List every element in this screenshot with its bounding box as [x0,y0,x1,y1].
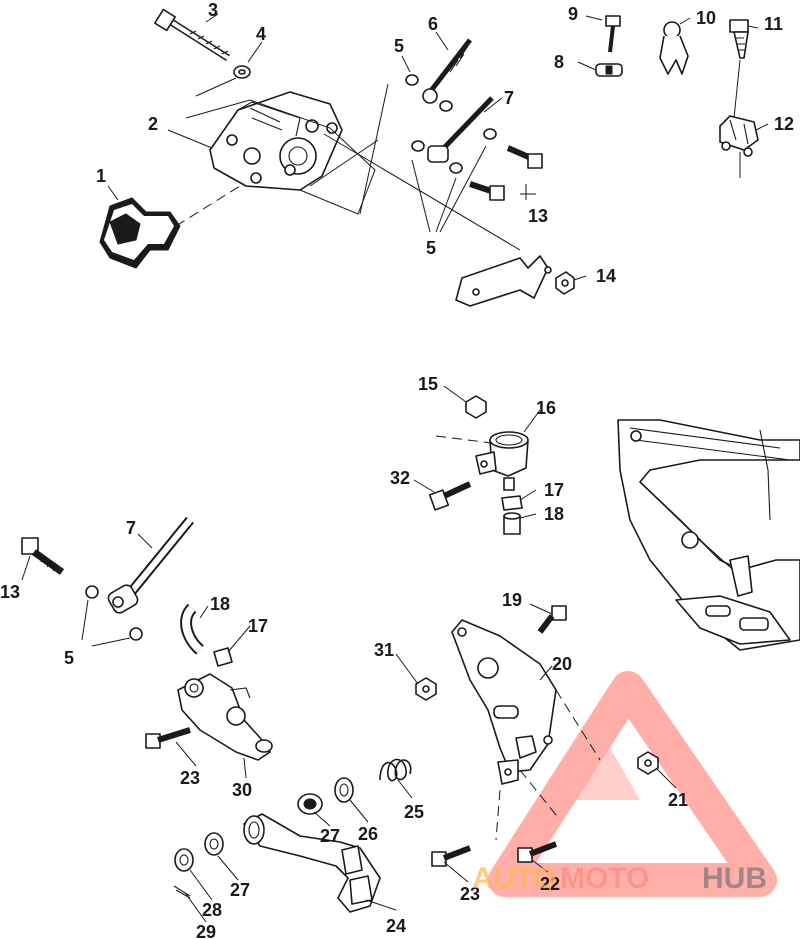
washer-part-5 [85,585,99,599]
bolt-part-9 [605,15,621,53]
callout-5: 5 [64,648,74,668]
bolt-part-23b [431,845,472,867]
bracket-part-12 [719,115,759,178]
callout-24: 24 [386,916,406,936]
washer-part-5 [129,627,143,641]
clamp-part-17 [501,495,523,511]
clip-part-8 [595,63,623,77]
banjo-bolt-part-13 [469,145,543,201]
watermark-part-moto: MOTO [560,862,649,895]
watermark-part-hub: HUB [702,862,767,895]
plate-part-20 [451,619,557,785]
bolt-part-3 [154,8,230,61]
hose-part-18 [503,512,521,535]
bolt-part-22 [517,841,558,863]
washer-part-4 [233,65,251,79]
hose-part-18-lower [180,603,205,655]
callout-27: 27 [320,826,340,846]
nut-part-15 [465,395,487,419]
brake-line-part-7-lower [107,516,194,614]
bolt-part-13-lower [21,537,65,575]
callout-17: 17 [544,480,564,500]
master-cylinder-part-30 [177,673,273,761]
bracket-fragment [455,255,552,307]
reservoir-part-16 [475,431,529,491]
callout-11: 11 [764,14,783,34]
callout-9: 9 [568,4,578,24]
callout-10: 10 [696,8,716,28]
callout-6: 6 [428,14,438,34]
washer-part-5 [411,140,425,152]
pin-clip-part-10 [659,21,689,75]
brake-pad-part-1 [99,197,181,269]
screw-part-11 [729,19,749,119]
callout-13: 13 [528,206,548,226]
bolt-part-32 [428,481,472,511]
callout-4: 4 [256,24,266,44]
nut-part-14 [555,271,575,295]
callout-12: 12 [774,114,794,134]
washer-part-5 [483,128,497,140]
callout-32: 32 [390,468,410,488]
callout-18: 18 [544,504,564,524]
callout-25: 25 [404,802,424,822]
callout-18: 18 [210,594,230,614]
callout-23: 23 [460,884,480,904]
callout-23: 23 [180,768,200,788]
callout-14: 14 [596,266,616,286]
washer-part-5 [449,162,463,174]
callout-19: 19 [502,590,522,610]
callout-17: 17 [248,616,268,636]
callout-22: 22 [540,874,560,894]
callout-28: 28 [202,900,222,920]
callout-7: 7 [126,518,136,538]
spring-part-25 [379,758,412,782]
watermark-text: AUTO MOTO HUB [472,862,767,895]
brake-pedal-part-24 [243,813,381,913]
callout-5: 5 [394,36,404,56]
washer-part-27 [204,832,224,856]
callout-3: 3 [208,0,218,20]
clamp-part-17-lower [213,647,233,667]
washer-part-28 [174,848,194,872]
washer-part-5 [439,100,453,112]
washer-part-5 [405,74,419,86]
washer-part-26 [334,777,354,803]
bolt-part-23 [145,727,191,749]
callout-31: 31 [374,640,394,660]
callout-29: 29 [196,922,216,939]
frame-structure [617,419,800,651]
nut-part-21 [637,751,659,775]
callout-2: 2 [148,114,158,134]
callout-15: 15 [418,374,438,394]
callout-20: 20 [552,654,572,674]
watermark-logo [488,671,777,897]
caliper-part-2 [209,91,343,191]
bushing-part-27 [297,793,323,815]
brake-line-part-6 [422,38,472,104]
leader-lines [21,13,769,923]
callout-1: 1 [96,166,106,186]
brake-line-part-7 [427,96,494,163]
callout-13: 13 [0,582,20,602]
watermark-part-auto: AUTO [472,862,556,895]
callout-27: 27 [230,880,250,900]
callout-5: 5 [426,238,436,258]
callout-26: 26 [358,824,378,844]
callout-7: 7 [504,88,514,108]
bolt-part-19 [537,605,567,634]
callout-21: 21 [668,790,688,810]
callout-8: 8 [554,52,564,72]
callout-30: 30 [232,780,252,800]
nut-part-31 [415,677,437,701]
callout-16: 16 [536,398,556,418]
